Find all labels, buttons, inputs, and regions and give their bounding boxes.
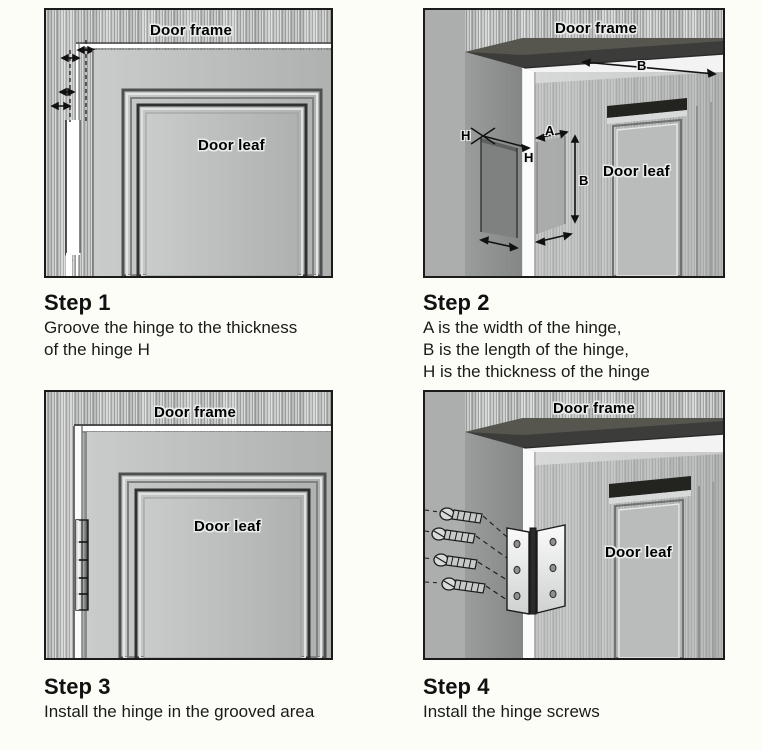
step-1-illustration: Door frame Door leaf xyxy=(44,8,333,278)
step-2-caption: Step 2 A is the width of the hinge, B is… xyxy=(423,290,762,383)
hinge xyxy=(506,524,566,615)
step-3-illustration: Door frame Door leaf xyxy=(44,390,333,660)
step-1-desc-line-2: of the hinge H xyxy=(44,340,150,360)
step-2-artwork xyxy=(425,10,723,276)
step-4-cell: Door frame Door leaf Step 4 Install the … xyxy=(408,390,762,750)
door-leaf-label: Door leaf xyxy=(603,163,670,180)
door-frame-label: Door frame xyxy=(154,404,237,421)
step-4-caption: Step 4 Install the hinge screws xyxy=(423,674,762,723)
step-4-artwork xyxy=(425,392,723,658)
door-frame-label: Door frame xyxy=(555,20,638,37)
step-3-desc-line-1: Install the hinge in the grooved area xyxy=(44,702,315,722)
step-1-caption: Step 1 Groove the hinge to the thickness… xyxy=(44,290,408,361)
dimension-h-label-2: H xyxy=(524,150,534,165)
step-2-desc-line-3: H is the thickness of the hinge xyxy=(423,361,650,381)
door-leaf-label: Door leaf xyxy=(605,544,672,561)
step-4-illustration: Door frame Door leaf xyxy=(423,390,725,660)
door-leaf-label: Door leaf xyxy=(198,137,265,154)
hinge xyxy=(75,519,89,611)
step-1-description: Groove the hinge to the thickness of the… xyxy=(44,317,354,361)
door-frame-label: Door frame xyxy=(150,22,233,39)
step-1-cell: Door frame Door leaf Step 1 Groove the h… xyxy=(0,0,408,390)
step-2-illustration: Door frame Door leaf B A B H H xyxy=(423,8,725,278)
step-3-description: Install the hinge in the grooved area xyxy=(44,701,354,723)
step-4-description: Install the hinge screws xyxy=(423,701,733,723)
step-1-desc-line-1: Groove the hinge to the thickness xyxy=(44,318,298,338)
step-2-desc-line-1: A is the width of the hinge, xyxy=(423,318,622,338)
dimension-h-label: H xyxy=(461,128,471,143)
screws xyxy=(425,507,508,601)
step-3-artwork xyxy=(73,424,331,658)
dimension-b-vertical-label: B xyxy=(579,173,589,188)
step-3-cell: Door frame Door leaf Step 3 Install the … xyxy=(0,390,408,750)
step-1-title: Step 1 xyxy=(44,290,111,315)
step-3-caption: Step 3 Install the hinge in the grooved … xyxy=(44,674,408,723)
step-2-desc-line-2: B is the length of the hinge, xyxy=(423,340,630,360)
step-4-desc-line-1: Install the hinge screws xyxy=(423,702,600,722)
step-3-title: Step 3 xyxy=(44,674,111,699)
dimension-a-label: A xyxy=(545,123,555,138)
step-2-title: Step 2 xyxy=(423,290,490,315)
door-leaf-label: Door leaf xyxy=(194,518,261,535)
step-2-description: A is the width of the hinge, B is the le… xyxy=(423,317,733,382)
dimension-b-head-label: B xyxy=(637,58,647,73)
step-2-cell: Door frame Door leaf B A B H H Step 2 A … xyxy=(408,0,762,390)
step-4-title: Step 4 xyxy=(423,674,490,699)
door-frame-label: Door frame xyxy=(553,400,636,417)
step-1-artwork xyxy=(50,40,331,276)
